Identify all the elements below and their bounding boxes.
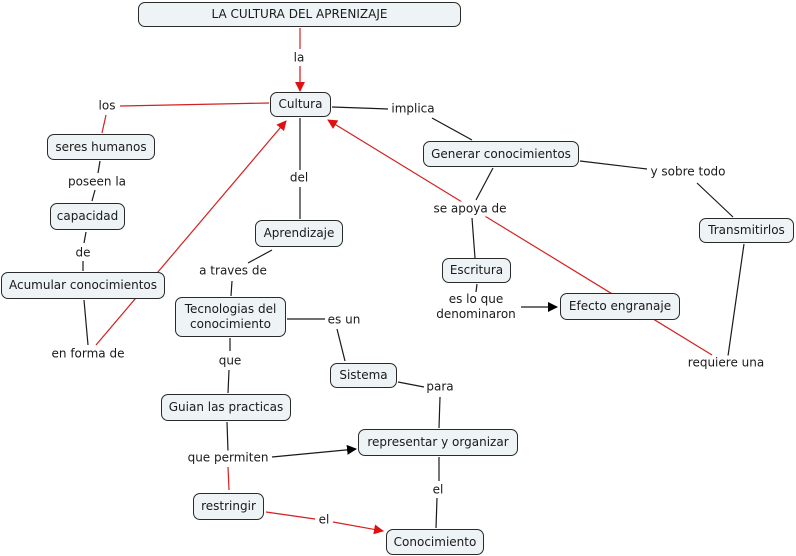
link-los-seres <box>101 114 107 134</box>
node-guian[interactable]: Guian las practicas <box>161 394 291 421</box>
link-restringir-el <box>265 511 316 520</box>
link-capacidad-de <box>83 231 87 244</box>
link-quepermiten-representar <box>271 444 357 458</box>
link-los-cultura <box>119 102 270 107</box>
link-escritura-eslo <box>475 283 478 293</box>
node-conocimiento[interactable]: Conocimiento <box>386 529 484 555</box>
label-se-apoya-de: se apoya de <box>432 201 508 217</box>
label-que-permiten: que permiten <box>186 450 270 466</box>
node-generar[interactable]: Generar conocimientos <box>423 141 579 167</box>
node-restringir[interactable]: restringir <box>193 493 264 520</box>
label-poseen-la: poseen la <box>66 174 128 190</box>
node-representar[interactable]: representar y organizar <box>358 429 518 456</box>
link-para-representar <box>438 396 441 429</box>
link-ysobre-transmitirlos <box>696 182 734 218</box>
node-seres-humanos[interactable]: seres humanos <box>47 134 155 160</box>
link-generar-ysobre <box>579 160 648 170</box>
node-escritura[interactable]: Escritura <box>442 258 511 283</box>
link-generar-seapoya <box>475 167 494 201</box>
node-acumular[interactable]: Acumular conocimientos <box>1 272 165 299</box>
label-en-forma-de: en forma de <box>50 346 126 362</box>
link-seres-poseen <box>97 160 101 174</box>
label-del: del <box>288 170 310 186</box>
label-a-traves-de: a traves de <box>198 263 268 279</box>
node-capacidad[interactable]: capacidad <box>50 203 125 230</box>
link-esun-sistema <box>336 328 346 362</box>
node-transmitirlos[interactable]: Transmitirlos <box>699 218 794 243</box>
label-requiere-una: requiere una <box>686 355 766 371</box>
node-cultura[interactable]: Cultura <box>270 92 331 117</box>
label-es-un: es un <box>326 312 362 328</box>
node-aprendizaje[interactable]: Aprendizaje <box>255 220 343 247</box>
link-poseen-capacidad <box>91 189 96 202</box>
link-guian-quepermiten <box>226 421 229 452</box>
link-atraves-tecnologias <box>230 280 233 297</box>
link-aprendizaje-atraves <box>247 249 273 264</box>
label-de: de <box>74 245 92 261</box>
link-seapoya-escritura <box>471 217 476 259</box>
link-el-conocimiento <box>435 497 438 529</box>
link-implica-generar <box>431 117 473 141</box>
label-implica: implica <box>390 101 436 117</box>
node-sistema[interactable]: Sistema <box>330 363 397 388</box>
link-quepermiten-restringir <box>227 466 230 491</box>
node-title[interactable]: LA CULTURA DEL APRENIZAJE <box>138 2 461 27</box>
label-los: los <box>97 98 117 114</box>
label-es-lo-que-denominaron: es lo que denominaron <box>431 292 521 322</box>
label-la: la <box>292 50 306 66</box>
link-que-guian <box>227 369 230 394</box>
label-para: para <box>425 379 455 395</box>
label-que: que <box>217 353 243 369</box>
node-title-text: LA CULTURA DEL APRENIZAJE <box>211 7 388 21</box>
label-el-restringir: el <box>317 512 331 528</box>
node-tecnologias[interactable]: Tecnologias del conocimiento <box>175 297 286 337</box>
link-cultura-implica <box>331 106 389 110</box>
link-sistema-para <box>397 381 425 388</box>
link-transmitirlos-requiere <box>727 243 745 357</box>
link-el-conocimiento-red <box>332 521 384 535</box>
label-el-representar: el <box>431 482 445 498</box>
label-y-sobre-todo: y sobre todo <box>649 164 727 180</box>
link-acumular-enforma <box>83 299 89 346</box>
node-efecto-engranaje[interactable]: Efecto engranaje <box>560 293 680 320</box>
link-enforma-cultura <box>95 120 287 346</box>
